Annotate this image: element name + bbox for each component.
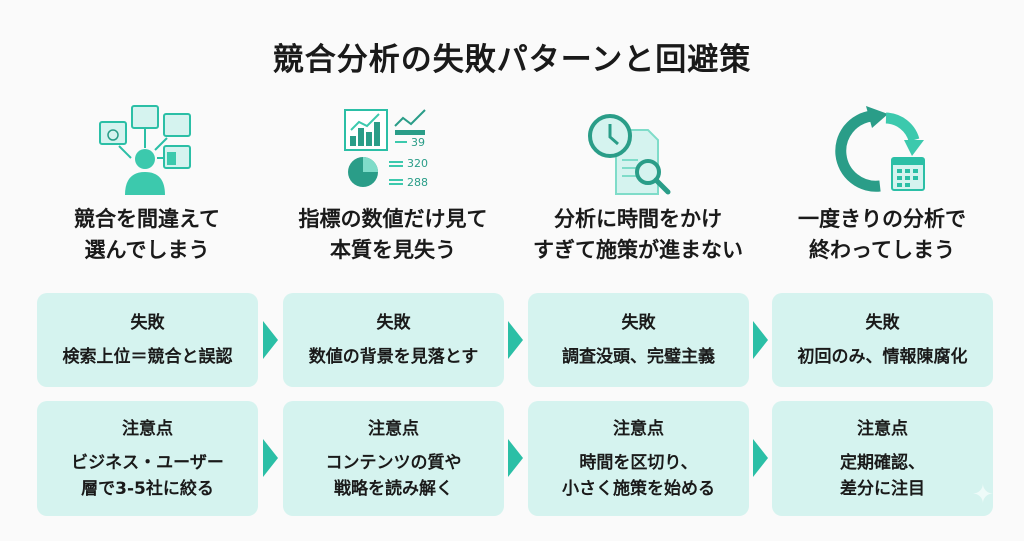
failure-box: 失敗 検索上位＝競合と誤認 bbox=[37, 293, 258, 387]
heading-line: 本質を見失う bbox=[330, 238, 456, 262]
icon-number: 320 bbox=[407, 157, 428, 170]
sparkle-icon: ✦ bbox=[972, 480, 994, 510]
failure-label: 失敗 bbox=[621, 313, 656, 333]
user-websites-icon bbox=[27, 100, 267, 196]
column-1: 競合を間違えて 選んでしまう bbox=[27, 100, 267, 266]
cycle-calendar-icon bbox=[762, 100, 1002, 196]
note-line: 層で3-5社に絞る bbox=[81, 478, 214, 499]
failure-label: 失敗 bbox=[376, 313, 411, 333]
heading-line: 終わってしまう bbox=[809, 238, 955, 262]
icon-number: 39 bbox=[411, 136, 425, 149]
note-line: 定期確認、 bbox=[840, 452, 925, 473]
note-line: 時間を区切り、 bbox=[579, 452, 698, 473]
clock-document-search-icon bbox=[518, 100, 758, 196]
note-box: 注意点 コンテンツの質や 戦略を読み解く bbox=[283, 401, 504, 516]
failure-text: 調査没頭、完璧主義 bbox=[562, 347, 715, 367]
note-box: 注意点 時間を区切り、 小さく施策を始める bbox=[528, 401, 749, 516]
note-box: 注意点 ビジネス・ユーザー 層で3-5社に絞る bbox=[37, 401, 258, 516]
note-label: 注意点 bbox=[122, 418, 173, 439]
note-line: 小さく施策を始める bbox=[562, 478, 715, 499]
arrow-right-icon bbox=[263, 321, 278, 359]
note-line: 差分に注目 bbox=[840, 478, 925, 499]
note-label: 注意点 bbox=[857, 418, 908, 439]
column-2: 39 320 288 指標の数値だけ見て 本質を見失う bbox=[273, 100, 513, 266]
heading-line: 指標の数値だけ見て bbox=[298, 207, 488, 231]
note-label: 注意点 bbox=[613, 418, 664, 439]
note-line: ビジネス・ユーザー bbox=[71, 452, 224, 473]
page-title: 競合分析の失敗パターンと回避策 bbox=[272, 42, 752, 78]
arrow-right-icon bbox=[263, 439, 278, 477]
failure-text: 初回のみ、情報陳腐化 bbox=[797, 347, 968, 367]
heading-line: 競合を間違えて bbox=[74, 207, 220, 231]
heading-line: 一度きりの分析で bbox=[798, 207, 966, 231]
failure-box: 失敗 調査没頭、完璧主義 bbox=[528, 293, 749, 387]
column-4: 一度きりの分析で 終わってしまう bbox=[762, 100, 1002, 266]
arrow-right-icon bbox=[753, 439, 768, 477]
metrics-dashboard-icon: 39 320 288 bbox=[273, 100, 513, 196]
arrow-right-icon bbox=[508, 321, 523, 359]
icon-number: 288 bbox=[407, 176, 428, 189]
failure-box: 失敗 初回のみ、情報陳腐化 bbox=[772, 293, 993, 387]
arrow-right-icon bbox=[508, 439, 523, 477]
column-3: 分析に時間をかけ すぎて施策が進まない bbox=[518, 100, 758, 266]
heading-line: 分析に時間をかけ bbox=[554, 207, 722, 231]
failure-label: 失敗 bbox=[865, 313, 900, 333]
note-label: 注意点 bbox=[368, 418, 419, 439]
note-box: 注意点 定期確認、 差分に注目 bbox=[772, 401, 993, 516]
note-line: 戦略を読み解く bbox=[334, 478, 453, 499]
note-line: コンテンツの質や bbox=[325, 452, 462, 473]
heading-line: すぎて施策が進まない bbox=[533, 238, 743, 262]
heading-line: 選んでしまう bbox=[84, 238, 210, 262]
failure-label: 失敗 bbox=[130, 313, 165, 333]
failure-text: 数値の背景を見落とす bbox=[308, 347, 479, 367]
arrow-right-icon bbox=[753, 321, 768, 359]
failure-text: 検索上位＝競合と誤認 bbox=[62, 347, 233, 367]
failure-box: 失敗 数値の背景を見落とす bbox=[283, 293, 504, 387]
